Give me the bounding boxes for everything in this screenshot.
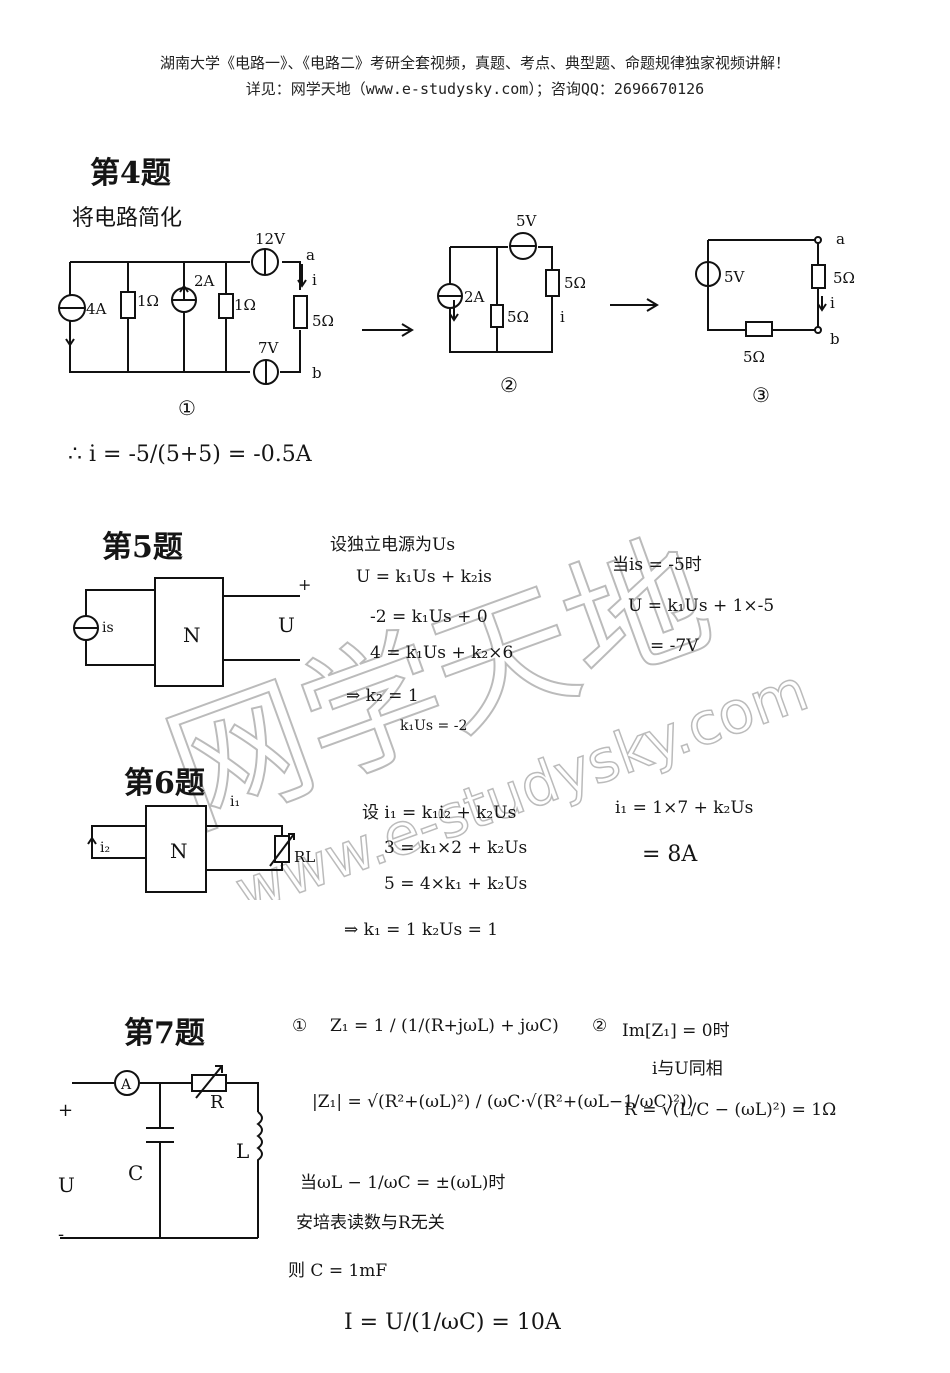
q5-line-4: ⇒ k₂ = 1 (346, 686, 419, 706)
q4-answer: ∴ i = -5/(5+5) = -0.5A (68, 442, 312, 467)
c2-5r1: 5Ω (507, 308, 529, 326)
q5-right-1: U = k₁Us + 1×-5 (628, 596, 775, 616)
c1-4a: 4A (86, 300, 107, 318)
q5-line-3: 4 = k₁Us + k₂×6 (370, 643, 514, 663)
c2-i: i (560, 308, 565, 326)
q7-plus: + (58, 1100, 73, 1121)
c1-7v: 7V (258, 339, 280, 357)
c3-5v: 5V (724, 268, 746, 286)
q7-p2-cond: Im[Z₁] = 0时 (622, 1021, 730, 1041)
c1-num: ① (178, 396, 196, 420)
c1-5r: 5Ω (312, 312, 334, 330)
q5-minus: - (292, 649, 297, 668)
c3-5r2: 5Ω (743, 348, 765, 366)
q5-right-2: = -7V (650, 636, 699, 656)
q7-minus: - (58, 1224, 64, 1245)
header-line-2: 详见：网学天地（www.e-studysky.com）；咨询QQ：2696670… (245, 80, 705, 98)
q7-ammeter: A (120, 1077, 132, 1093)
c1-r1: 1Ω (137, 292, 159, 310)
q6-i1: i₁ (230, 794, 240, 810)
q7-r: R (210, 1092, 224, 1113)
c1-i: i (312, 271, 317, 289)
q6-right-0: i₁ = 1×7 + k₂Us (615, 798, 754, 818)
c3-a: a (836, 230, 845, 248)
c1-r2: 1Ω (234, 296, 256, 314)
q5-line-0: 设独立电源为Us (330, 535, 456, 555)
q6-line-0: 设 i₁ = k₁i₂ + k₂Us (362, 803, 517, 823)
q6-n: N (170, 839, 188, 863)
q7-p1-cond: 当ωL − 1/ωC = ±(ωL)时 (300, 1173, 506, 1193)
q7-title: 第7题 (124, 1016, 205, 1051)
q4-subtitle: 将电路简化 (72, 206, 183, 231)
q5-line-1: U = k₁Us + k₂is (356, 567, 492, 587)
q7-p1-z1: Z₁ = 1 / (1/(R+jωL) + jωC) (330, 1016, 559, 1036)
q7-p1-num: ① (292, 1016, 308, 1036)
c1-2a: 2A (194, 272, 215, 290)
c2-2a: 2A (464, 288, 485, 306)
q6-title: 第6题 (124, 766, 205, 801)
q5-u: U (278, 613, 295, 637)
q7-l: L (236, 1139, 249, 1163)
q7-p1-current: I = U/(1/ωC) = 10A (344, 1310, 561, 1335)
c2-num: ② (500, 373, 518, 397)
c3-i: i (830, 294, 835, 312)
c1-a: a (306, 246, 315, 264)
q7-p1-then: 则 C = 1mF (288, 1261, 388, 1281)
c1-b: b (312, 364, 322, 382)
q7-p2-num: ② (592, 1016, 608, 1036)
q5-right-0: 当is = -5时 (612, 555, 702, 575)
q6-rl: RL (294, 848, 315, 866)
q7-u: U (58, 1173, 75, 1197)
header-line-1: 湖南大学《电路一》、《电路二》考研全套视频，真题、考点、典型题、命题规律独家视频… (159, 54, 790, 72)
c3-5r1: 5Ω (833, 269, 855, 287)
q7-p2-r: R = √(L/C − (ωL)²) = 1Ω (624, 1100, 837, 1120)
q6-line-1: 3 = k₁×2 + k₂Us (384, 838, 528, 858)
c2-5v: 5V (516, 212, 538, 230)
q6-line-3: ⇒ k₁ = 1 k₂Us = 1 (344, 920, 499, 940)
q5-is: is (102, 620, 114, 636)
q5-line-5: k₁Us = -2 (400, 718, 468, 734)
q5-line-2: -2 = k₁Us + 0 (370, 607, 488, 627)
q5-plus: + (298, 575, 311, 594)
c3-b: b (830, 330, 840, 348)
q6-i2: i₂ (100, 840, 110, 856)
q4-title: 第4题 (90, 156, 171, 191)
q6-right-1: = 8A (642, 842, 698, 867)
q7-p1-cond2: 安培表读数与R无关 (296, 1213, 445, 1233)
c3-num: ③ (752, 383, 770, 407)
c2-5r2: 5Ω (564, 274, 586, 292)
q7-p2-phase: i与U同相 (652, 1059, 723, 1079)
q5-n: N (183, 623, 201, 647)
q6-line-2: 5 = 4×k₁ + k₂Us (384, 874, 528, 894)
q7-c: C (128, 1161, 143, 1185)
q5-title: 第5题 (102, 530, 183, 565)
c1-12v: 12V (255, 230, 286, 248)
q7-p1-mag: |Z₁| = √(R²+(ωL)²) / (ωC·√(R²+(ωL−1/ωC)²… (312, 1092, 694, 1112)
